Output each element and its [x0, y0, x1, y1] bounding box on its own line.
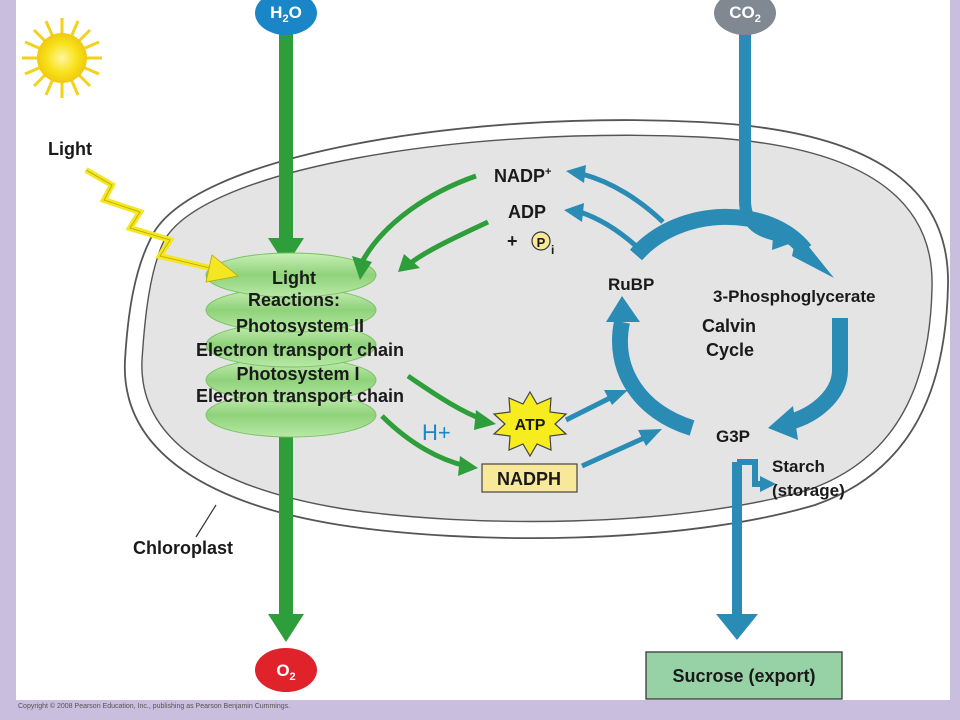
h-plus-label: H+	[422, 420, 451, 445]
nadph-label: NADPH	[497, 469, 561, 489]
co2-oval	[714, 0, 776, 35]
water-label: H2O	[270, 3, 302, 25]
light-reactions-line-5: Photosystem I	[236, 364, 359, 384]
pi-plus-sign: +	[507, 231, 518, 251]
water-inflow-arrow	[268, 30, 304, 266]
pi-symbol: P	[537, 235, 546, 250]
copyright-notice: Copyright © 2008 Pearson Education, Inc.…	[18, 703, 291, 710]
oxygen-oval	[255, 648, 317, 692]
co2-label: CO2	[729, 3, 761, 25]
calvin-cycle-arrows	[564, 165, 848, 469]
atp-starburst	[492, 390, 568, 458]
calvin-cycle-label-2: Cycle	[706, 340, 754, 360]
light-zigzag-outline	[85, 169, 211, 269]
starch-label: Starch	[772, 457, 825, 476]
pi-subscript: i	[551, 243, 554, 257]
chloroplast-pointer-line	[195, 504, 217, 538]
light-reactions-line-2: Reactions:	[248, 290, 340, 310]
rubp-label: RuBP	[608, 275, 654, 294]
atp-label: ATP	[515, 417, 546, 434]
sucrose-export-box	[645, 651, 843, 700]
light-reactions-line-4: Electron transport chain	[196, 340, 404, 360]
sun-icon	[22, 18, 102, 98]
light-arrowhead	[205, 254, 239, 283]
sucrose-label: Sucrose (export)	[672, 666, 815, 686]
pga-label: 3-Phosphoglycerate	[713, 287, 876, 306]
thylakoid-stack	[205, 252, 377, 438]
g3p-label: G3P	[716, 427, 750, 446]
light-label: Light	[48, 139, 92, 159]
oxygen-label: O2	[276, 661, 295, 683]
light-reactions-line-1: Light	[272, 268, 316, 288]
calvin-cycle-label-1: Calvin	[702, 316, 756, 336]
light-reactions-line-3: Photosystem II	[236, 316, 364, 336]
oxygen-outflow-arrow	[268, 420, 304, 642]
storage-label: (storage)	[772, 481, 845, 500]
phosphate-circle	[531, 231, 551, 251]
nadp-plus-label: NADP+	[494, 166, 551, 186]
light-reactions-line-6: Electron transport chain	[196, 386, 404, 406]
water-oval	[255, 0, 317, 35]
green-product-arrows	[380, 373, 496, 476]
chloroplast-label: Chloroplast	[133, 538, 233, 558]
green-return-arrows	[352, 173, 490, 280]
nadph-box	[481, 463, 578, 493]
g3p-outflow-arrow	[716, 459, 776, 640]
adp-label: ADP	[508, 202, 546, 222]
